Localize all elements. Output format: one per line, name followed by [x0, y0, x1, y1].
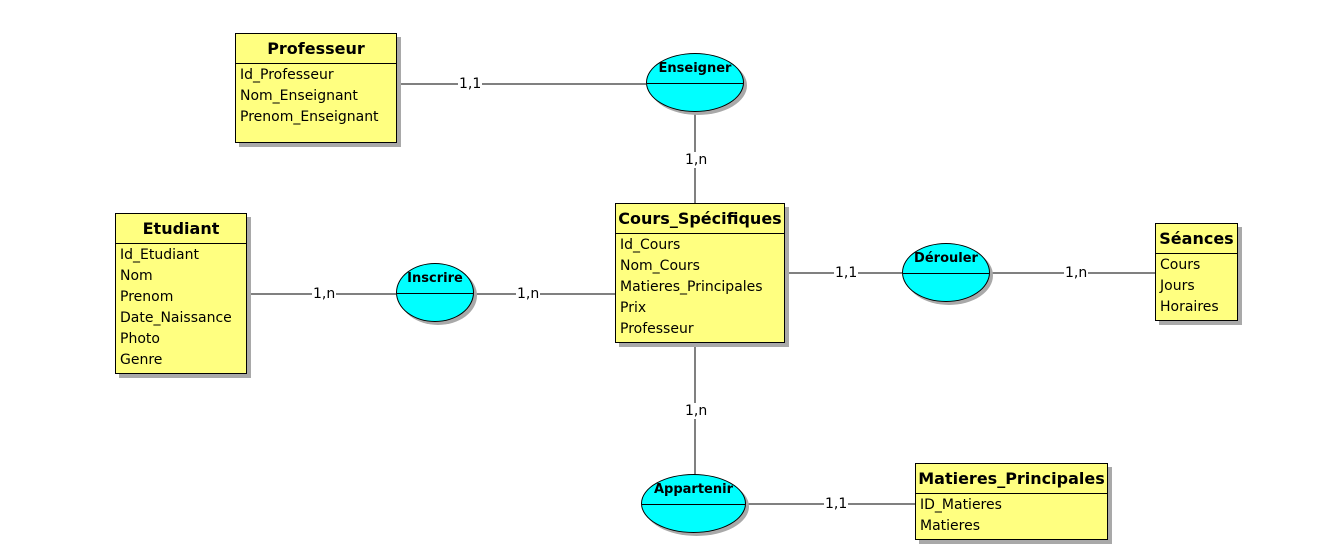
attribute: Jours — [1160, 278, 1195, 294]
cardinality-label: 1,n — [1064, 265, 1089, 281]
entity-title: Professeur — [236, 34, 396, 64]
cardinality-label: 1,1 — [824, 496, 849, 512]
association-inscrire[interactable]: Inscrire — [396, 263, 474, 322]
association-label: Enseigner — [658, 61, 732, 76]
association-divider — [903, 273, 989, 274]
association-divider — [397, 293, 473, 294]
entity-title: Matieres_Principales — [916, 464, 1107, 494]
attribute: Id_Professeur — [240, 67, 334, 83]
association-enseigner[interactable]: Enseigner — [646, 53, 744, 112]
attribute: Nom_Enseignant — [240, 88, 358, 104]
association-divider — [642, 504, 745, 505]
cardinality-label: 1,n — [684, 152, 709, 168]
entity-title: Cours_Spécifiques — [616, 204, 784, 234]
association-label: Appartenir — [653, 482, 733, 497]
association-derouler[interactable]: Dérouler — [902, 243, 990, 302]
association-label: Dérouler — [914, 251, 978, 266]
attribute: Id_Cours — [620, 237, 681, 253]
attribute: Nom_Cours — [620, 258, 700, 274]
attribute: Date_Naissance — [120, 310, 232, 326]
association-label: Inscrire — [407, 271, 463, 286]
attribute: Professeur — [620, 321, 694, 337]
attribute: ID_Matieres — [920, 497, 1002, 513]
attribute: Prenom — [120, 289, 174, 305]
attribute: Nom — [120, 268, 153, 284]
attribute: Matieres_Principales — [620, 279, 763, 295]
association-divider — [647, 83, 743, 84]
attribute: Matieres — [920, 518, 981, 534]
cardinality-label: 1,n — [312, 286, 337, 302]
entity-title: Séances — [1156, 224, 1237, 254]
attribute: Photo — [120, 331, 160, 347]
attribute: Id_Etudiant — [120, 247, 199, 263]
cardinality-label: 1,1 — [834, 265, 859, 281]
attribute: Genre — [120, 352, 163, 368]
attribute: Cours — [1160, 257, 1201, 273]
attribute: Horaires — [1160, 299, 1219, 315]
entity-title: Etudiant — [116, 214, 246, 244]
association-appartenir[interactable]: Appartenir — [641, 474, 746, 533]
attribute: Prenom_Enseignant — [240, 109, 379, 125]
entity-cours-specifiques[interactable]: Cours_Spécifiques Id_Cours Nom_Cours Mat… — [615, 203, 785, 343]
entity-seances[interactable]: Séances Cours Jours Horaires — [1155, 223, 1238, 321]
entity-etudiant[interactable]: Etudiant Id_Etudiant Nom Prenom Date_Nai… — [115, 213, 247, 374]
attribute: Prix — [620, 300, 647, 316]
cardinality-label: 1,n — [516, 286, 541, 302]
cardinality-label: 1,n — [684, 403, 709, 419]
entity-matieres-principales[interactable]: Matieres_Principales ID_Matieres Matiere… — [915, 463, 1108, 540]
cardinality-label: 1,1 — [458, 76, 483, 92]
entity-professeur[interactable]: Professeur Id_Professeur Nom_Enseignant … — [235, 33, 397, 143]
